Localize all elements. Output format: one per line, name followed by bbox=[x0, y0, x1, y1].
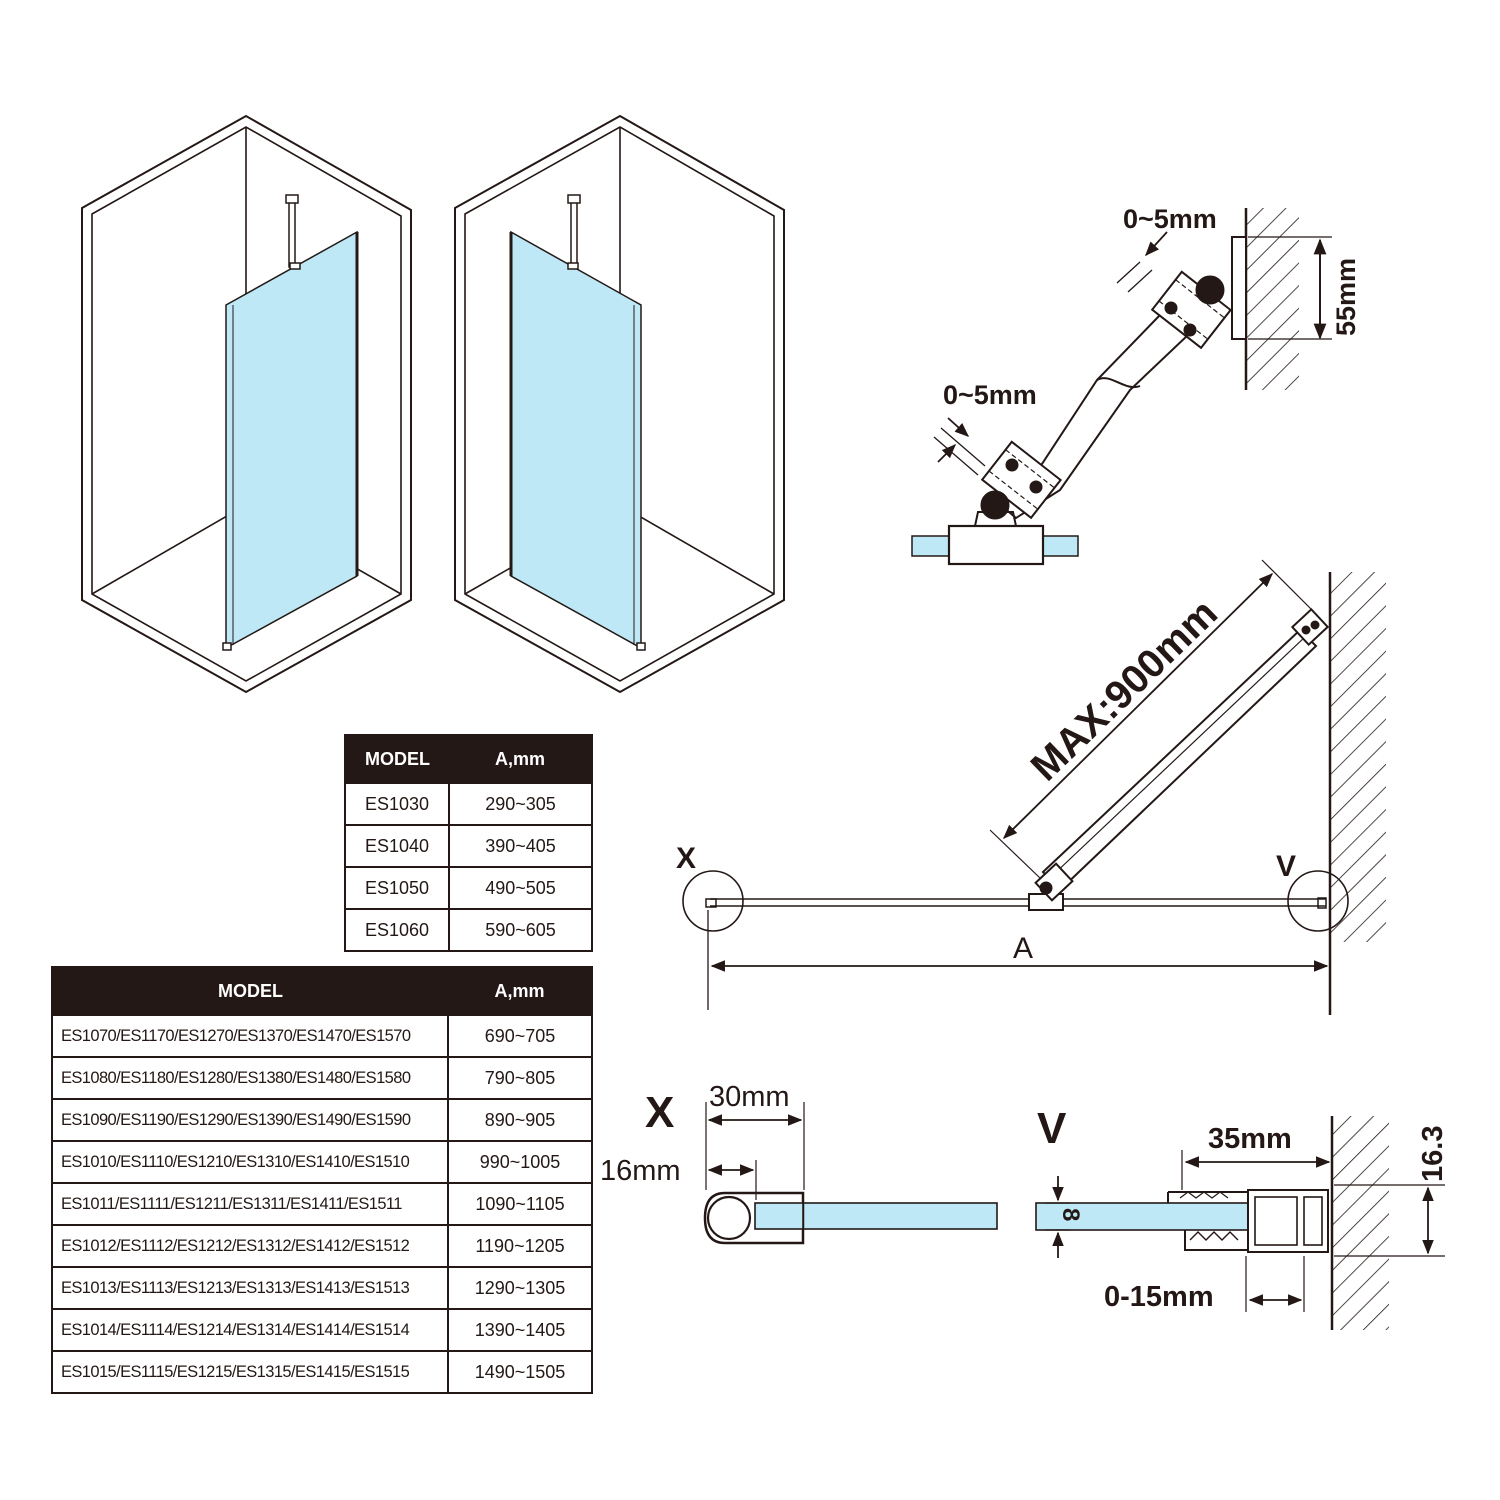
table-row: ES1011/ES1111/ES1211/ES1311/ES1411/ES151… bbox=[51, 1182, 593, 1226]
size-cell: 1390~1405 bbox=[447, 1308, 593, 1352]
table-row: ES1015/ES1115/ES1215/ES1315/ES1415/ES151… bbox=[51, 1350, 593, 1394]
model-cell: ES1090/ES1190/ES1290/ES1390/ES1490/ES159… bbox=[51, 1098, 449, 1142]
detail-x-label: X bbox=[645, 1088, 674, 1137]
size-cell: 690~705 bbox=[447, 1014, 593, 1058]
size-cell: 290~305 bbox=[448, 782, 593, 826]
size-cell: 1090~1105 bbox=[447, 1182, 593, 1226]
model-cell: ES1015/ES1115/ES1215/ES1315/ES1415/ES151… bbox=[51, 1350, 449, 1394]
v-section-icon bbox=[1035, 1116, 1445, 1330]
model-size-table-large: MODEL A,mm ES1070/ES1170/ES1270/ES1370/E… bbox=[51, 966, 593, 1394]
size-cell: 490~505 bbox=[448, 866, 593, 910]
gap-bottom-label: 0~5mm bbox=[943, 380, 1037, 410]
v-adjust-label: 0-15mm bbox=[1104, 1281, 1214, 1313]
table-header-model: MODEL bbox=[345, 735, 449, 783]
marker-x-label: X bbox=[676, 842, 696, 875]
size-cell: 390~405 bbox=[448, 824, 593, 868]
model-cell: ES1060 bbox=[344, 908, 450, 952]
table-header-size: A,mm bbox=[449, 735, 592, 783]
gap-top-label: 0~5mm bbox=[1123, 204, 1217, 234]
size-cell: 1290~1305 bbox=[447, 1266, 593, 1310]
detail-v-label: V bbox=[1037, 1104, 1067, 1153]
glass-thickness-label: 8 bbox=[1057, 1208, 1084, 1221]
x-width-label: 30mm bbox=[709, 1081, 790, 1113]
size-cell: 790~805 bbox=[447, 1056, 593, 1100]
model-cell: ES1010/ES1110/ES1210/ES1310/ES1410/ES151… bbox=[51, 1140, 449, 1184]
shower-enclosure-front-view-icon bbox=[81, 114, 412, 694]
x-section-icon bbox=[703, 1102, 998, 1245]
shower-enclosure-rear-view-icon bbox=[454, 114, 785, 694]
v-height-label: 16.3 bbox=[1417, 1126, 1449, 1182]
v-width-label: 35mm bbox=[1208, 1123, 1292, 1155]
dimension-a-label: A bbox=[1013, 932, 1033, 965]
size-cell: 1490~1505 bbox=[447, 1350, 593, 1394]
marker-v-label: V bbox=[1276, 850, 1296, 883]
model-cell: ES1040 bbox=[344, 824, 450, 868]
model-cell: ES1014/ES1114/ES1214/ES1314/ES1414/ES151… bbox=[51, 1308, 449, 1352]
size-cell: 890~905 bbox=[447, 1098, 593, 1142]
table-row: ES1010/ES1110/ES1210/ES1310/ES1410/ES151… bbox=[51, 1140, 593, 1184]
table-row: ES1070/ES1170/ES1270/ES1370/ES1470/ES157… bbox=[51, 1014, 593, 1058]
size-cell: 1190~1205 bbox=[447, 1224, 593, 1268]
model-cell: ES1070/ES1170/ES1270/ES1370/ES1470/ES157… bbox=[51, 1014, 449, 1058]
model-cell: ES1012/ES1112/ES1212/ES1312/ES1412/ES151… bbox=[51, 1224, 449, 1268]
table-row: ES1013/ES1113/ES1213/ES1313/ES1413/ES151… bbox=[51, 1266, 593, 1310]
size-cell: 990~1005 bbox=[447, 1140, 593, 1184]
table-row: ES1080/ES1180/ES1280/ES1380/ES1480/ES158… bbox=[51, 1056, 593, 1100]
bracket-height-label: 55mm bbox=[1331, 258, 1361, 336]
size-cell: 590~605 bbox=[448, 908, 593, 952]
model-cell: ES1050 bbox=[344, 866, 450, 910]
table-row: ES1014/ES1114/ES1214/ES1314/ES1414/ES151… bbox=[51, 1308, 593, 1352]
model-cell: ES1013/ES1113/ES1213/ES1313/ES1413/ES151… bbox=[51, 1266, 449, 1310]
table-header-model: MODEL bbox=[52, 967, 448, 1015]
model-cell: ES1080/ES1180/ES1280/ES1380/ES1480/ES158… bbox=[51, 1056, 449, 1100]
table-row: ES1090/ES1190/ES1290/ES1390/ES1490/ES159… bbox=[51, 1098, 593, 1142]
support-arm-detail-icon bbox=[911, 208, 1332, 566]
x-depth-label: 16mm bbox=[600, 1155, 681, 1187]
model-cell: ES1030 bbox=[344, 782, 450, 826]
table-row: ES1012/ES1112/ES1212/ES1312/ES1412/ES151… bbox=[51, 1224, 593, 1268]
plan-view-icon bbox=[682, 559, 1386, 1015]
model-cell: ES1011/ES1111/ES1211/ES1311/ES1411/ES151… bbox=[51, 1182, 449, 1226]
table-header-size: A,mm bbox=[448, 967, 592, 1015]
